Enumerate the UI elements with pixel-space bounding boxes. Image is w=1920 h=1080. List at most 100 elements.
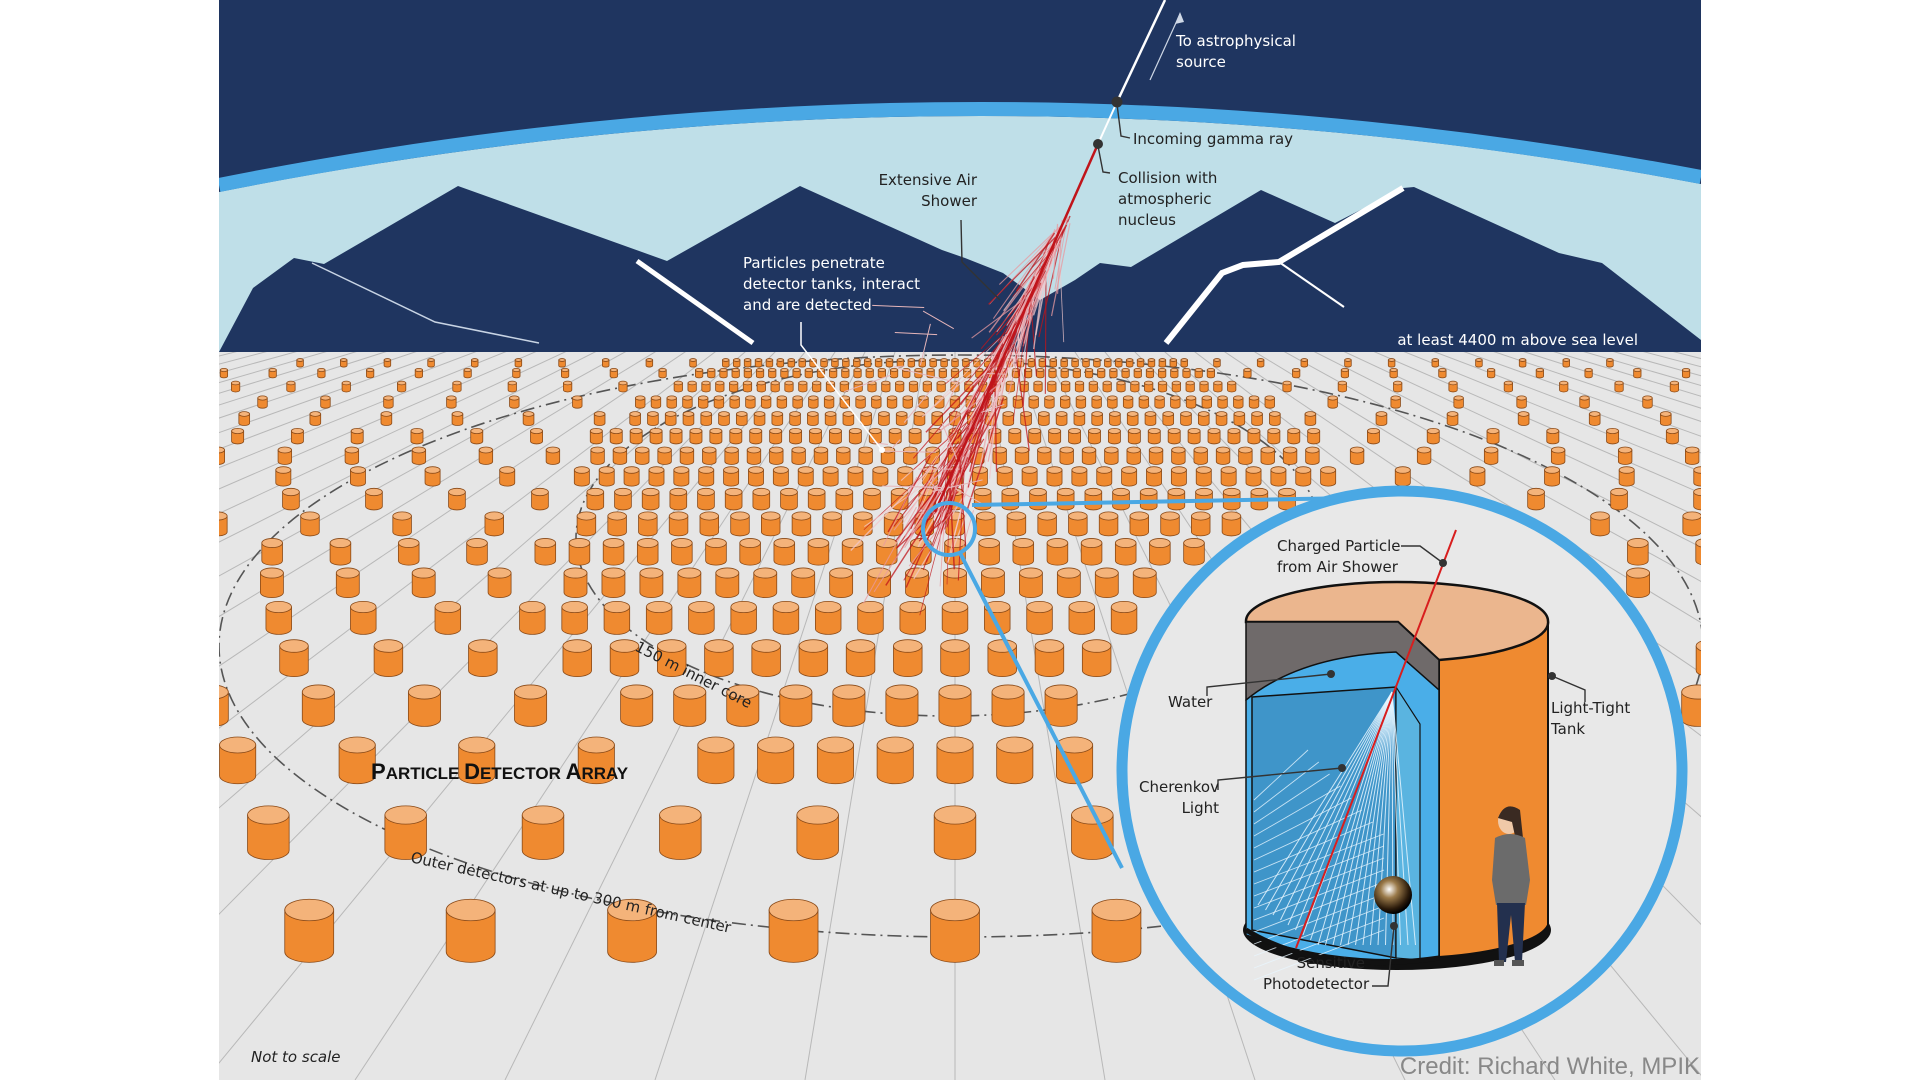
shower-particle-track — [897, 367, 957, 383]
collision-dot — [1093, 139, 1103, 149]
detector-tank — [918, 358, 926, 368]
detector-tank — [471, 358, 479, 368]
shower-particle-track — [1016, 269, 1038, 361]
detector-tank — [829, 567, 854, 598]
detector-tank — [268, 367, 277, 379]
shower-particle-track — [904, 500, 924, 537]
detector-tank — [908, 380, 919, 393]
detector-tank — [284, 898, 335, 963]
detector-tank — [1516, 395, 1527, 409]
detector-tank — [1146, 466, 1162, 487]
detector-tank — [1584, 367, 1593, 379]
collision-label: atmospheric — [1118, 190, 1212, 208]
detector-tank — [1084, 367, 1094, 379]
detector-tank — [344, 446, 360, 465]
altitude-label: at least 4400 m above sea level — [1397, 331, 1638, 349]
shower-particle-track — [1014, 345, 1030, 451]
cherenkov-ray — [1295, 691, 1393, 931]
detector-tank — [729, 427, 743, 445]
detector-tank — [807, 538, 830, 566]
cherenkov-ray — [1272, 691, 1393, 916]
detector-tank — [657, 639, 687, 677]
detector-tank — [865, 367, 874, 379]
detector-tank — [257, 395, 268, 409]
shower-particle-track — [844, 374, 892, 393]
detector-tank — [936, 380, 946, 393]
detector-tank — [1349, 446, 1365, 465]
detector-tank — [365, 487, 383, 511]
shower-particle-track — [997, 308, 1020, 343]
detector-tank — [329, 538, 352, 566]
detector-tank — [1132, 567, 1157, 598]
detector-tank — [1038, 411, 1050, 426]
detector-tank — [1199, 380, 1209, 393]
shower-particle-track — [1029, 232, 1058, 261]
detector-tank — [265, 600, 292, 635]
shower-particle-track — [941, 422, 959, 464]
detector-tank — [1527, 487, 1545, 511]
detector-tank — [1610, 487, 1628, 511]
detector-tank — [1091, 411, 1103, 426]
detector-tank — [1222, 487, 1241, 511]
detector-tank — [791, 567, 816, 598]
detector-tank — [1633, 367, 1642, 379]
detector-tank — [577, 736, 615, 785]
detector-tank — [1327, 395, 1338, 409]
detector-tank — [514, 358, 523, 368]
detector-tank — [231, 427, 245, 445]
shower-particle-track — [968, 393, 987, 421]
detector-tank — [1091, 898, 1142, 963]
detector-tank — [1059, 446, 1074, 465]
water-leader — [1206, 673, 1332, 696]
shower-particle-track — [872, 442, 889, 445]
person-silhouette-icon — [1492, 806, 1530, 966]
particles-dot — [879, 447, 885, 453]
detector-tank — [1012, 538, 1035, 566]
photodetector-leader — [1372, 925, 1395, 987]
detector-tank — [780, 367, 789, 379]
detector-tank — [1068, 511, 1088, 537]
detector-tank — [1028, 395, 1039, 409]
detector-tank — [991, 684, 1025, 727]
tank-label: Tank — [1550, 720, 1585, 738]
detector-tank — [507, 380, 517, 393]
detector-tank — [366, 367, 375, 379]
detector-tank — [614, 487, 632, 511]
detector-tank — [1469, 466, 1486, 487]
tank-lid — [1244, 580, 1550, 662]
detector-tank — [598, 466, 615, 487]
primary-particle-track — [933, 143, 1100, 513]
detector-tank — [1046, 538, 1069, 566]
detector-tank — [791, 511, 812, 537]
detector-tank — [729, 380, 739, 393]
detector-tank — [1233, 411, 1246, 426]
shower-particle-track — [908, 494, 966, 567]
detector-tank — [380, 411, 393, 426]
detector-tank — [1267, 427, 1281, 445]
detector-tank — [623, 466, 640, 487]
detector-tank — [602, 358, 610, 368]
detector-tank — [899, 600, 926, 635]
shower-particle-track — [872, 304, 925, 308]
detector-tank — [689, 427, 703, 445]
detector-tank — [219, 367, 229, 379]
cherenkov-ray — [1253, 869, 1385, 921]
detector-tank — [563, 567, 588, 598]
detector-tank — [814, 600, 842, 635]
detector-tank — [847, 466, 864, 487]
cherenkov-ray — [1325, 691, 1393, 946]
detector-tank — [1245, 466, 1262, 487]
detector-tank — [1446, 411, 1459, 426]
detector-tank — [1147, 358, 1156, 368]
detector-tank — [798, 358, 806, 368]
detector-tank — [671, 538, 693, 566]
detector-tank — [792, 367, 801, 379]
detector-tank — [769, 446, 784, 465]
cherenkov-ray — [1253, 785, 1341, 837]
detector-tank — [1387, 358, 1396, 368]
detector-tank — [645, 600, 673, 635]
detector-tank — [1390, 395, 1401, 409]
detector-tank — [1544, 466, 1560, 487]
detector-tank — [1034, 639, 1065, 677]
detector-tank — [383, 358, 392, 368]
